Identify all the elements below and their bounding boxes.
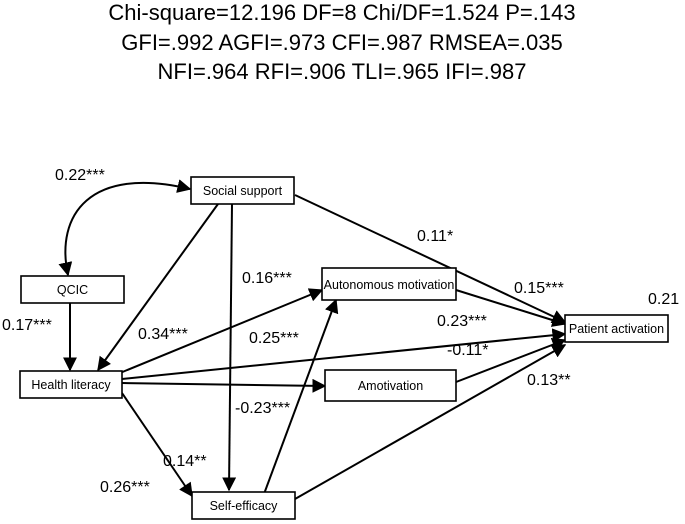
path-health-literacy-autonomous-motivation bbox=[119, 288, 324, 374]
coef-health-literacy-self-efficacy: 0.26*** bbox=[100, 479, 150, 496]
coef-health-literacy-amotivation: -0.23*** bbox=[235, 400, 290, 417]
coef-health-literacy-autonomous-motivation: 0.16*** bbox=[242, 270, 292, 287]
node-self-efficacy: Self-efficacy bbox=[191, 491, 296, 520]
covariance-qcic-social-support bbox=[58, 179, 192, 277]
coef-health-literacy-patient-activation: 0.23*** bbox=[437, 313, 487, 330]
coef-autonomous-motivation-patient-activation: 0.15*** bbox=[514, 280, 564, 297]
fit-indices-line-3: NFI=.964 RFI=.906 TLI=.965 IFI=.987 bbox=[158, 59, 527, 84]
node-health-literacy: Health literacy bbox=[19, 370, 123, 399]
path-arrows bbox=[58, 179, 567, 500]
path-health-literacy-amotivation bbox=[121, 378, 327, 393]
coef-qcic-social-support: 0.22*** bbox=[55, 167, 105, 184]
fit-indices-line-1: Chi-square=12.196 DF=8 Chi/DF=1.524 P=.1… bbox=[108, 0, 575, 25]
node-autonomous-motivation-label: Autonomous motivation bbox=[324, 278, 455, 292]
node-qcic: QCIC bbox=[20, 275, 125, 304]
path-amotivation-patient-activation bbox=[455, 337, 567, 383]
coef-qcic-health-literacy: 0.17*** bbox=[2, 317, 52, 334]
node-autonomous-motivation: Autonomous motivation bbox=[321, 267, 457, 301]
path-health-literacy-self-efficacy bbox=[121, 392, 193, 498]
coef-self-efficacy-autonomous-motivation: 0.25*** bbox=[249, 330, 299, 347]
node-qcic-label: QCIC bbox=[57, 283, 88, 297]
node-social-support-label: Social support bbox=[203, 184, 283, 198]
coef-social-support-patient-activation: 0.11* bbox=[417, 228, 453, 245]
node-patient-activation: Patient activation bbox=[564, 314, 669, 343]
r-squared-patient-activation: 0.21 bbox=[648, 291, 679, 308]
coef-self-efficacy-patient-activation: 0.13** bbox=[527, 372, 571, 389]
node-self-efficacy-label: Self-efficacy bbox=[210, 499, 279, 513]
node-amotivation: Amotivation bbox=[324, 369, 457, 402]
node-social-support: Social support bbox=[190, 176, 295, 205]
path-self-efficacy-autonomous-motivation bbox=[263, 298, 339, 495]
fit-indices-line-2: GFI=.992 AGFI=.973 CFI=.987 RMSEA=.035 bbox=[121, 30, 562, 55]
path-social-support-self-efficacy bbox=[222, 203, 237, 492]
path-social-support-health-literacy bbox=[97, 203, 219, 372]
node-amotivation-label: Amotivation bbox=[358, 379, 423, 393]
coef-amotivation-patient-activation: -0.11* bbox=[447, 342, 489, 359]
path-health-literacy-patient-activation bbox=[121, 328, 567, 380]
coef-social-support-health-literacy: 0.34*** bbox=[138, 326, 188, 343]
node-patient-activation-label: Patient activation bbox=[569, 322, 664, 336]
path-autonomous-motivation-patient-activation bbox=[455, 289, 567, 327]
path-social-support-patient-activation bbox=[294, 194, 567, 323]
path-self-efficacy-patient-activation bbox=[294, 344, 567, 500]
coef-social-support-self-efficacy: 0.14** bbox=[163, 453, 207, 470]
node-health-literacy-label: Health literacy bbox=[31, 378, 111, 392]
